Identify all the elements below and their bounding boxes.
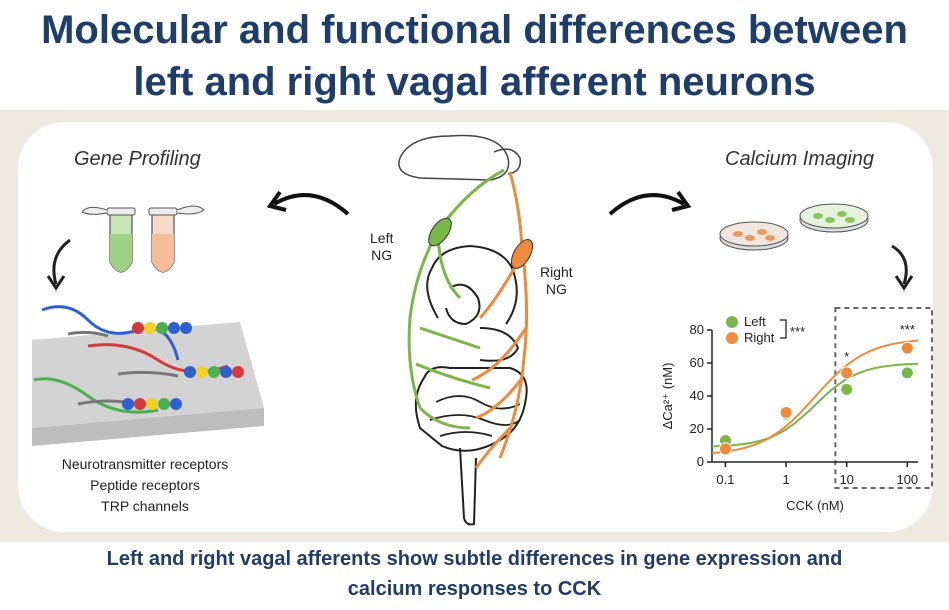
legend-label: Left [744,314,766,329]
list-item: TRP channels [101,498,189,514]
y-tick-label: 0 [697,454,704,469]
calcium-imaging-heading: Calcium Imaging [725,148,874,170]
significance-annotation: *** [900,322,915,337]
arrow-to-chip-icon [46,238,71,291]
y-tick-label: 60 [690,355,704,370]
tubes-illustration [81,205,205,273]
legend-marker-right [726,332,738,344]
significance-annotation: * [844,349,849,364]
list-item: Neurotransmitter receptors [61,456,229,472]
gene-profiling-heading: Gene Profiling [74,148,201,170]
data-point-right [718,442,732,456]
gene-category-list: Neurotransmitter receptors Peptide recep… [40,454,250,517]
right-ng-label-line1: Right [540,264,573,280]
highlight-box [834,307,934,489]
arrow-right-icon [608,190,692,216]
x-tick-label: 100 [896,472,918,487]
data-point-left [840,382,854,396]
right-ng-label-line2: NG [545,281,567,297]
vagus-anatomy-illustration [398,134,534,526]
legend-marker-left [726,316,738,328]
left-ng-label: Left NG [370,230,393,264]
title-line-2: left and right vagal afferent neurons [133,60,816,104]
y-tick-label: 80 [690,322,704,337]
legend-label: Right [744,330,775,345]
arrow-to-chart-icon [891,244,914,291]
left-ng-label-line2: NG [371,247,393,263]
significance-annotation: *** [790,324,805,339]
data-point-right [779,406,793,419]
series-curve-right [711,339,919,455]
legend-bracket [780,319,787,339]
x-tick-label: 0.1 [716,472,734,487]
footer-line-2: calcium responses to CCK [347,578,602,600]
y-tick-label: 20 [690,421,704,436]
right-ng-label: Right NG [540,264,573,298]
footer-summary: Left and right vagal afferents show subt… [0,544,949,604]
arrow-left-icon [266,190,350,216]
data-point-right [900,341,914,355]
y-tick-label: 40 [690,388,704,403]
list-item: Peptide receptors [90,477,200,493]
x-tick-label: 1 [782,472,789,487]
x-axis-label: CCK (nM) [786,498,844,513]
microarray-chip-illustration [32,305,264,446]
culture-dishes-illustration [719,203,869,251]
footer-line-1: Left and right vagal afferents show subt… [106,548,843,570]
page-title: Molecular and functional differences bet… [0,4,949,108]
data-point-right [840,366,854,380]
title-line-1: Molecular and functional differences bet… [41,8,908,52]
series-curve-left [711,362,919,448]
x-tick-label: 10 [839,472,853,487]
left-ng-label-line1: Left [370,230,394,246]
data-point-left [900,366,914,380]
y-axis-label: ΔCa²⁺ (nM) [660,363,675,430]
